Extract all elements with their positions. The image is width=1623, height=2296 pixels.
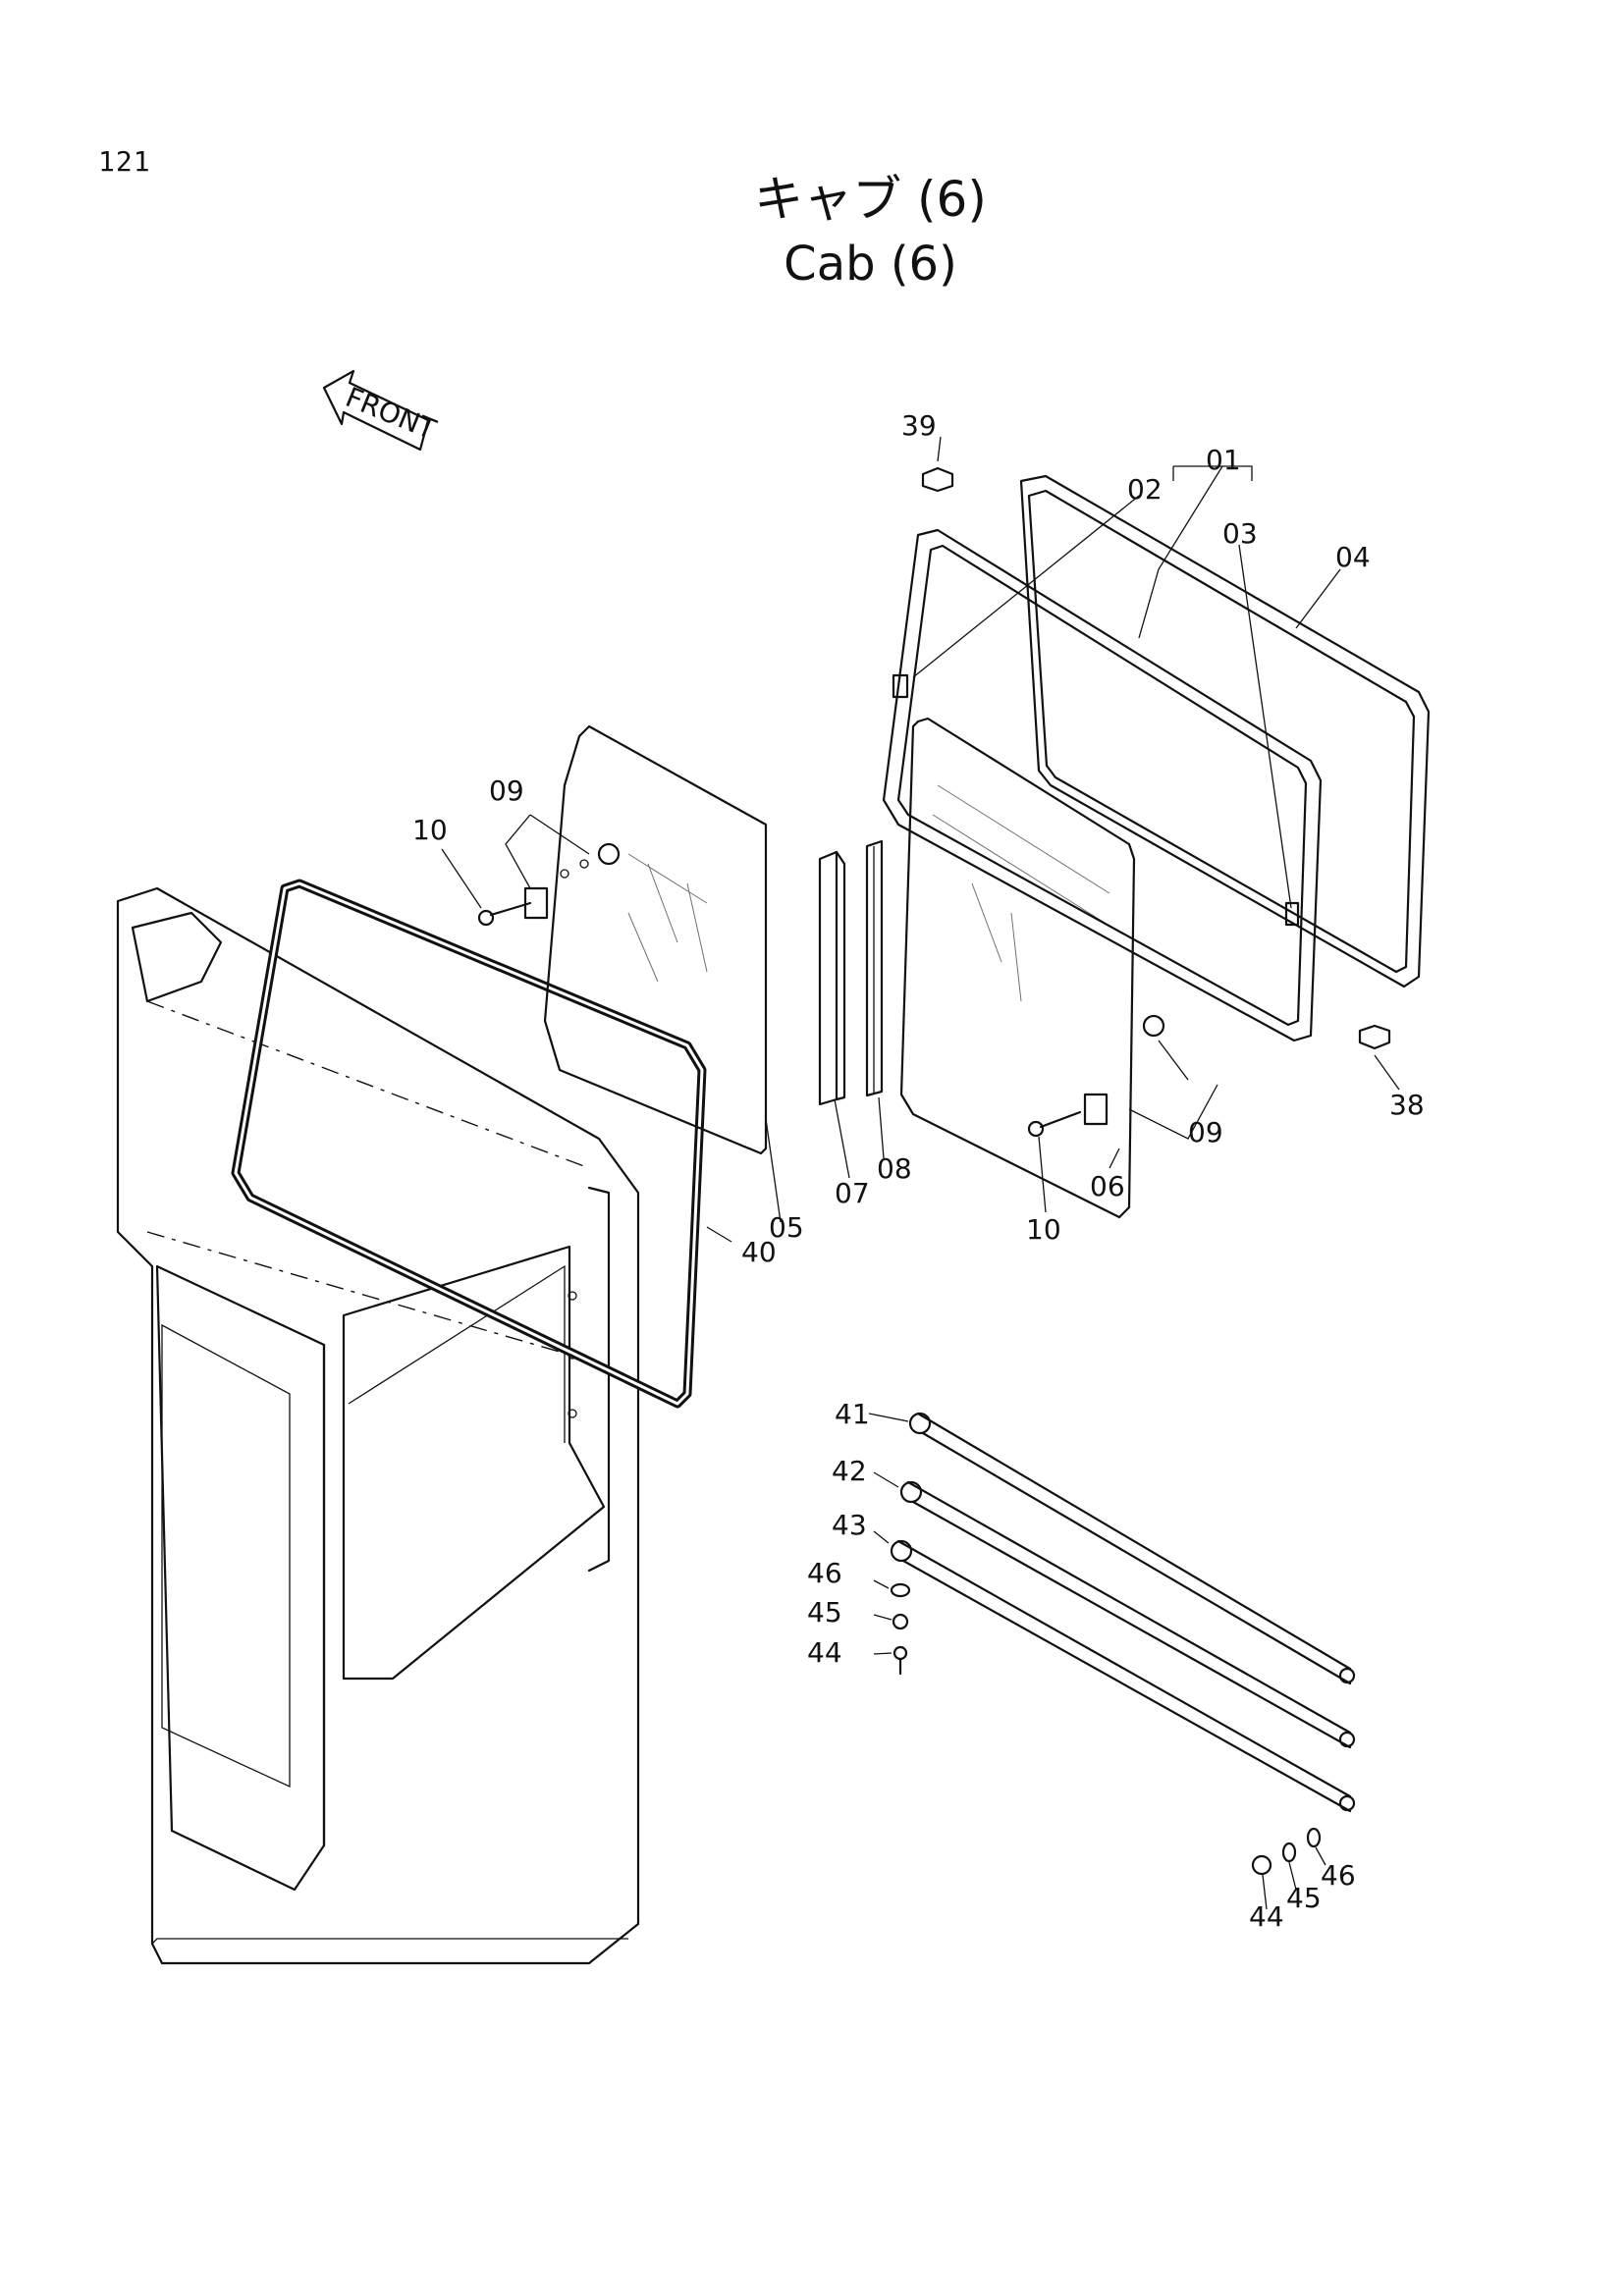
page-title-japanese: キャブ (6)	[754, 171, 987, 228]
callout-08: 08	[877, 1152, 912, 1185]
callout-39: 39	[901, 409, 937, 442]
page-title-english: Cab (6)	[784, 237, 957, 292]
callout-43: 43	[832, 1509, 867, 1541]
callout-46-right: 46	[1321, 1859, 1356, 1892]
channel-08	[865, 839, 884, 1097]
leader-lines	[441, 436, 1400, 1910]
callout-38: 38	[1389, 1089, 1425, 1121]
callout-02: 02	[1127, 473, 1163, 506]
callout-05: 05	[769, 1211, 804, 1244]
fasteners-right	[1251, 1827, 1322, 1876]
frame-04	[1019, 474, 1431, 988]
strap-43	[890, 1539, 1356, 1813]
page-number: 121	[98, 145, 151, 178]
callout-06: 06	[1090, 1170, 1125, 1202]
seal-40	[231, 879, 707, 1409]
callout-09-right: 09	[1188, 1116, 1223, 1148]
callout-04: 04	[1335, 541, 1371, 573]
callout-09-left: 09	[489, 774, 524, 807]
callout-41: 41	[835, 1398, 870, 1430]
cab-body	[116, 886, 640, 1965]
latch-left	[477, 842, 621, 927]
callout-07: 07	[835, 1177, 870, 1209]
callout-44-right: 44	[1249, 1900, 1284, 1933]
callout-42: 42	[832, 1455, 867, 1487]
callout-45-right: 45	[1286, 1882, 1322, 1914]
callout-44-left: 44	[807, 1636, 842, 1669]
channel-07	[818, 850, 846, 1106]
callout-46-left: 46	[807, 1557, 842, 1589]
frame-01	[882, 528, 1323, 1042]
strap-41	[908, 1412, 1356, 1685]
glass-panel-06	[899, 717, 1136, 1219]
front-arrow: FRONT	[322, 369, 441, 452]
callout-10-left: 10	[412, 814, 448, 846]
callout-10-right: 10	[1026, 1213, 1061, 1246]
block-39	[921, 466, 954, 493]
callout-03: 03	[1222, 517, 1258, 550]
callout-labels: 39 01 02 03 04 09 10 05 07 08 06 09 10 3…	[412, 409, 1425, 1933]
fasteners-left	[890, 1582, 911, 1676]
callout-01: 01	[1206, 444, 1241, 476]
callout-40: 40	[741, 1236, 777, 1268]
callout-45-left: 45	[807, 1596, 842, 1629]
strap-42	[899, 1480, 1356, 1749]
latch-right	[1027, 1014, 1165, 1138]
glass-panel-05	[543, 724, 768, 1155]
block-38	[1358, 1024, 1391, 1050]
title-block: キャブ (6) Cab (6)	[0, 167, 1623, 296]
